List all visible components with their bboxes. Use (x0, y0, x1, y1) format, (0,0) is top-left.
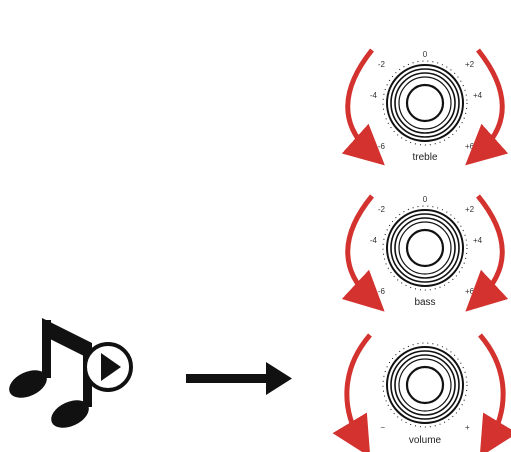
treble-tick-plus4: +4 (473, 91, 483, 100)
volume-knob: − + volume (380, 342, 470, 446)
rotate-arrow-icon (341, 48, 509, 166)
bass-tick-minus6: -6 (378, 287, 386, 296)
treble-tick-minus2: -2 (378, 60, 386, 69)
treble-tick-minus6: -6 (378, 142, 386, 151)
bass-tick-plus6: +6 (465, 287, 475, 296)
bass-tick-0: 0 (423, 195, 428, 204)
rotate-arrow-icon (341, 194, 509, 312)
treble-tick-0: 0 (423, 50, 428, 59)
treble-tick-plus2: +2 (465, 60, 475, 69)
bass-tick-minus4: -4 (370, 236, 378, 245)
rotate-arrow-icon (332, 333, 511, 452)
bass-tick-plus2: +2 (465, 205, 475, 214)
volume-label: volume (409, 435, 442, 446)
right-arrow-icon (186, 362, 292, 395)
treble-knob: 0 -2 -4 -6 +2 +4 +6 treble (370, 50, 483, 163)
bass-tick-minus2: -2 (378, 205, 386, 214)
bass-knob: 0 -2 -4 -6 +2 +4 +6 bass (370, 195, 483, 308)
volume-tick-min: − (380, 423, 385, 432)
play-icon (83, 342, 133, 392)
bass-tick-plus4: +4 (473, 236, 483, 245)
bass-label: bass (414, 297, 435, 308)
treble-label: treble (412, 152, 437, 163)
music-note-icon (9, 318, 92, 428)
treble-tick-plus6: +6 (465, 142, 475, 151)
volume-tick-max: + (465, 423, 470, 432)
treble-tick-minus4: -4 (370, 91, 378, 100)
